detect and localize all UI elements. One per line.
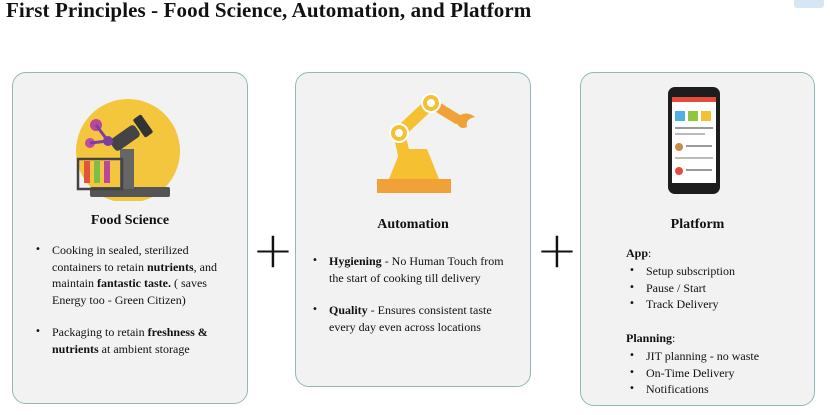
list-item: Quality - Ensures consistent taste every… (310, 302, 516, 335)
food-science-card: Food Science Cooking in sealed, steriliz… (12, 72, 248, 404)
app-heading: App: (626, 246, 652, 260)
bullet-text: Packaging to retain (52, 325, 148, 339)
phone-screen (672, 97, 716, 183)
app-list: Setup subscription Pause / Start Track D… (627, 263, 807, 313)
planning-heading-text: Planning (626, 331, 673, 345)
robotic-arm-icon (377, 93, 475, 193)
list-item: Pause / Start (627, 280, 807, 297)
platform-card: Platform App: Setup subscription Pause /… (580, 72, 815, 406)
planning-heading: Planning: (626, 331, 676, 345)
bullet-text: - No Human Touch from the start of cooki… (329, 254, 504, 285)
list-item: Notifications (627, 381, 812, 398)
bullet-text: ( saves Energy too - Green Citizen) (52, 276, 207, 307)
planning-list: JIT planning - no waste On-Time Delivery… (627, 348, 812, 398)
corner-tab (794, 0, 824, 8)
automation-title: Automation (377, 217, 449, 232)
automation-list: Hygiening - No Human Touch from the star… (310, 253, 516, 335)
bullet-bold-text: Quality (329, 303, 368, 317)
list-item: Cooking in sealed, sterilized containers… (33, 242, 233, 308)
bullet-text: - Ensures consistent taste every day eve… (329, 303, 492, 334)
bullet-text: Cooking in sealed, sterilized containers… (52, 243, 189, 274)
mobile-app-icon (668, 87, 720, 194)
science-lab-icon (76, 99, 180, 201)
plus-sign: + (536, 221, 578, 279)
list-item: Packaging to retain freshness & nutrient… (33, 324, 233, 357)
list-item: On-Time Delivery (627, 365, 812, 382)
bullet-bold-text: nutrients (146, 259, 194, 274)
list-item: Setup subscription (627, 263, 807, 280)
app-heading-text: App (626, 246, 649, 260)
bullet-bold-text: fantastic taste. (97, 276, 171, 290)
page-title: First Principles - Food Science, Automat… (6, 0, 532, 22)
bullet-bold-text: freshness & nutrients (52, 325, 208, 356)
bullet-bold-text: Hygiening (329, 254, 382, 268)
bullet-text: , and maintain (52, 259, 217, 291)
food-science-title: Food Science (90, 213, 170, 228)
platform-title: Platform (670, 217, 725, 232)
bullet-text: at ambient storage (98, 341, 190, 356)
food-science-list: Cooking in sealed, sterilized containers… (33, 242, 233, 357)
plus-sign: + (252, 221, 294, 279)
list-item: Track Delivery (627, 296, 807, 313)
list-item: JIT planning - no waste (627, 348, 812, 365)
automation-card: Automation Hygiening - No Human Touch fr… (295, 72, 531, 387)
list-item: Hygiening - No Human Touch from the star… (310, 253, 516, 286)
